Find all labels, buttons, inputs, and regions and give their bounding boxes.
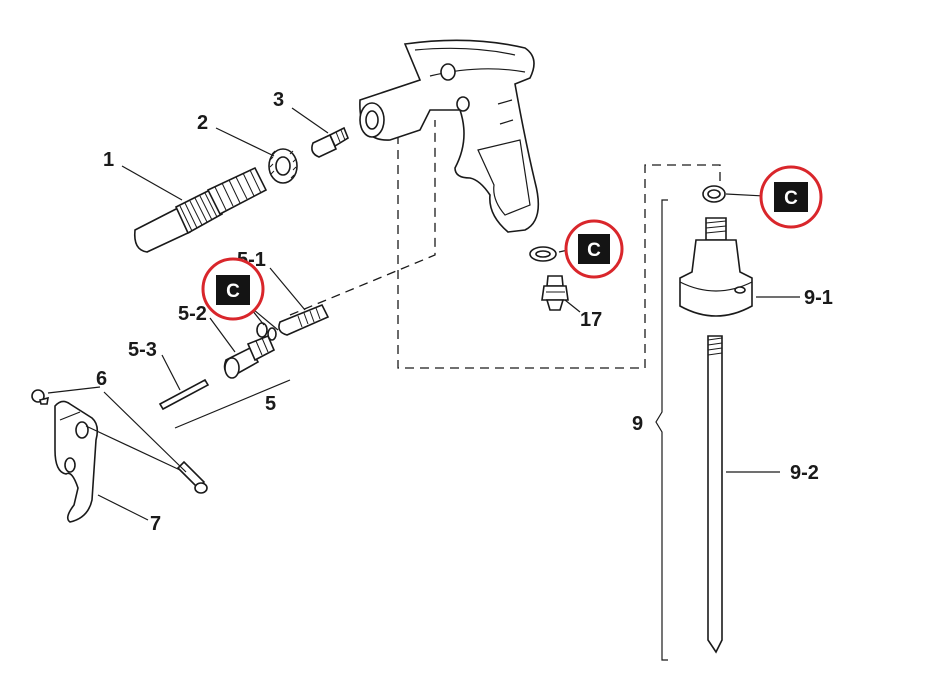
part-5-3-pin: [158, 378, 210, 411]
part-2-knurled-nut: [268, 148, 298, 184]
callout-cone-seal: C: [725, 165, 823, 229]
part-5-1-valve-spring: [278, 303, 330, 336]
label-part-5-3: 5-3: [128, 339, 157, 361]
callout-handle-seal: C: [558, 219, 624, 279]
leader-5-1: [269, 267, 306, 311]
callout-cone-seal-text: C: [784, 188, 798, 209]
leader-1: [121, 165, 183, 201]
label-part-9: 9: [632, 413, 643, 435]
label-part-5: 5: [265, 393, 276, 415]
part-5-2-valve-seat: [223, 334, 276, 379]
leader-7-b: [85, 425, 181, 471]
label-part-7: 7: [150, 513, 161, 535]
label-part-1: 1: [103, 149, 114, 171]
leader-6-a: [47, 386, 101, 394]
leader-6-b: [103, 391, 187, 473]
label-part-2: 2: [197, 112, 208, 134]
part-9-1-cone: [679, 217, 753, 317]
part-6-screw-long: [176, 460, 208, 494]
part-6-screw-small: [31, 389, 49, 405]
label-part-3: 3: [273, 89, 284, 111]
leader-17: [564, 299, 581, 313]
bracket-9: [655, 199, 668, 661]
leader-5-3: [161, 354, 181, 391]
callout-handle-seal-text: C: [587, 240, 601, 261]
part-3-adapter: [311, 126, 349, 158]
leader-7: [97, 494, 149, 521]
part-1-nozzle-tube: [133, 166, 268, 253]
label-part-5-2: 5-2: [178, 303, 207, 325]
part-17-fitting: [541, 275, 569, 311]
cone-seal-ring: [702, 185, 726, 203]
leader-3: [291, 107, 329, 134]
label-part-9-1: 9-1: [804, 287, 833, 309]
label-part-17: 17: [580, 309, 602, 331]
part-7-trigger: [54, 400, 99, 523]
valve-o-rings: [256, 322, 277, 341]
callout-nozzle-seals-text: C: [226, 281, 240, 302]
gun-body: [359, 39, 540, 233]
leader-2: [215, 127, 275, 157]
label-part-9-2: 9-2: [790, 462, 819, 484]
callout-nozzle-seals: C: [201, 257, 279, 331]
part-9-2-tube: [707, 335, 723, 654]
leader-5-2: [209, 317, 236, 353]
bracket-5: [174, 379, 291, 429]
handle-seal-ring: [529, 246, 557, 262]
label-part-6: 6: [96, 368, 107, 390]
dashed-assembly-lines: [289, 120, 721, 369]
